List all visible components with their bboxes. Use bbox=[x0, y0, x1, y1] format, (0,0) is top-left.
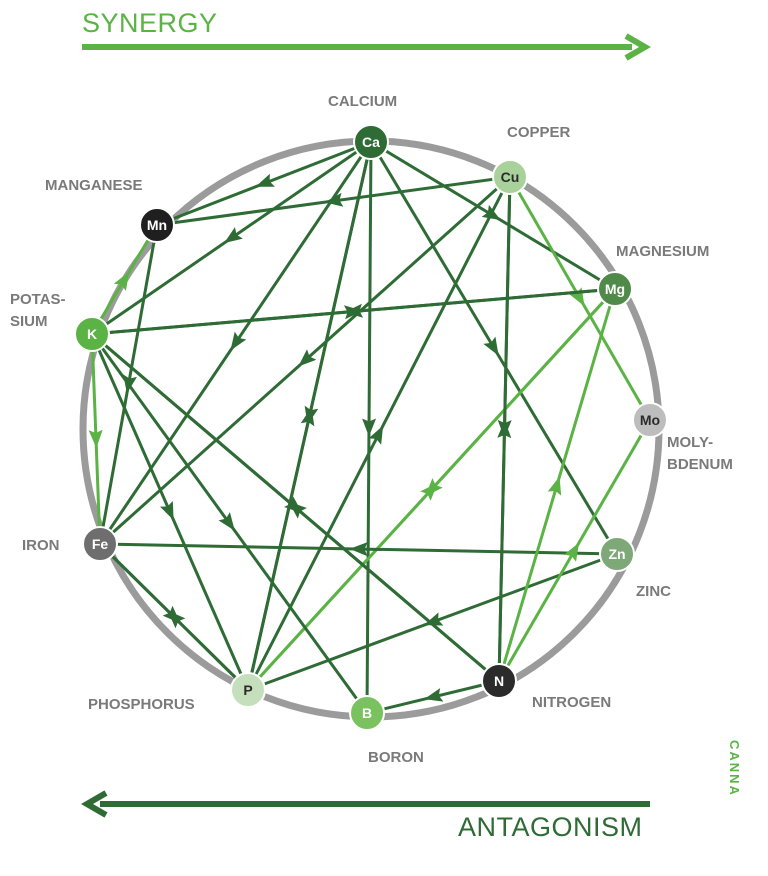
node-label-cu: COPPER bbox=[507, 124, 571, 141]
arrowhead-P-Fe bbox=[167, 610, 186, 629]
arrowhead-P-Mg bbox=[420, 482, 438, 501]
node-circle-n bbox=[481, 663, 517, 699]
arrowhead-Cu-Mo bbox=[569, 287, 585, 307]
arrowhead-Cu-Fe bbox=[298, 349, 317, 367]
antagonism-legend-label: ANTAGONISM bbox=[458, 812, 643, 842]
node-symbol-n: N bbox=[494, 673, 504, 689]
node-label-mn: MANGANESE bbox=[45, 177, 143, 194]
node-symbol-mn: Mn bbox=[147, 217, 167, 233]
node-symbol-b: B bbox=[362, 705, 372, 721]
node-label-mo-line2: BDENUM bbox=[667, 456, 733, 473]
node-label-p: PHOSPHORUS bbox=[88, 696, 195, 713]
arrowhead-Zn-Fe bbox=[349, 542, 368, 557]
node-zn: Zn bbox=[599, 536, 635, 572]
node-symbol-ca: Ca bbox=[362, 134, 380, 150]
node-circle-mg bbox=[597, 271, 633, 307]
node-symbol-mo: Mo bbox=[640, 412, 660, 428]
arrowhead-N-B bbox=[424, 688, 444, 702]
arrowhead-K-P bbox=[159, 500, 174, 521]
node-label-k: POTAS- bbox=[10, 291, 66, 308]
arrowhead-Cu-Mn bbox=[324, 192, 344, 207]
arrowhead-N-Cu bbox=[497, 420, 512, 439]
synergy-arrow-head bbox=[624, 33, 651, 61]
node-circle-mn bbox=[139, 207, 175, 243]
node-symbol-zn: Zn bbox=[608, 546, 625, 562]
arrowhead-Ca-Zn bbox=[483, 336, 499, 356]
node-symbol-mg: Mg bbox=[605, 281, 625, 297]
arrowhead-K-Mn bbox=[113, 271, 130, 291]
node-label-fe: IRON bbox=[22, 537, 60, 554]
node-label-mg: MAGNESIUM bbox=[616, 243, 709, 260]
arrowhead-K-Fe bbox=[88, 429, 103, 448]
node-b: B bbox=[349, 695, 385, 731]
node-circle-mo bbox=[632, 402, 668, 438]
node-circle-b bbox=[349, 695, 385, 731]
node-mg: Mg bbox=[597, 271, 633, 307]
arrowhead-Ca-Fe bbox=[230, 331, 247, 351]
node-circle-ca bbox=[353, 124, 389, 160]
node-label-zn: ZINC bbox=[636, 583, 671, 600]
node-circle-p bbox=[230, 672, 266, 708]
node-label-b: BORON bbox=[368, 749, 424, 766]
node-label-ca: CALCIUM bbox=[328, 93, 397, 110]
arrowhead-N-Mo bbox=[563, 542, 580, 562]
arrowhead-N-K bbox=[288, 501, 307, 519]
node-circle-k bbox=[74, 316, 110, 352]
arrowhead-Ca-K bbox=[224, 227, 243, 244]
node-ca: Ca bbox=[353, 124, 389, 160]
node-cu: Cu bbox=[492, 159, 528, 195]
node-label-k-line2: SIUM bbox=[10, 313, 48, 330]
node-circle-fe bbox=[82, 526, 118, 562]
synergy-legend-label: SYNERGY bbox=[82, 8, 218, 38]
arrowhead-P-Ca bbox=[300, 407, 315, 427]
arrowhead-P-Cu bbox=[368, 425, 384, 445]
arrowhead-K-B bbox=[218, 512, 235, 531]
node-label-mo: MOLY- bbox=[667, 434, 713, 451]
node-mn: Mn bbox=[139, 207, 175, 243]
arrowhead-Zn-P bbox=[424, 612, 444, 626]
antagonism-arrow-head bbox=[81, 790, 108, 818]
node-fe: Fe bbox=[82, 526, 118, 562]
node-circle-cu bbox=[492, 159, 528, 195]
node-symbol-cu: Cu bbox=[501, 169, 520, 185]
node-symbol-p: P bbox=[243, 682, 252, 698]
node-k: K bbox=[74, 316, 110, 352]
arrowhead-Mn-Fe bbox=[123, 374, 137, 394]
arrowhead-Ca-B bbox=[362, 418, 377, 437]
node-circle-zn bbox=[599, 536, 635, 572]
arrowhead-N-Mg bbox=[547, 476, 562, 496]
node-mo: Mo bbox=[632, 402, 668, 438]
node-n: N bbox=[481, 663, 517, 699]
arrowhead-Ca-Mn bbox=[255, 173, 275, 187]
node-p: P bbox=[230, 672, 266, 708]
node-label-n: NITROGEN bbox=[532, 694, 611, 711]
arrowhead-K-Mg bbox=[343, 305, 363, 320]
node-symbol-fe: Fe bbox=[92, 536, 109, 552]
node-symbol-k: K bbox=[87, 326, 97, 342]
